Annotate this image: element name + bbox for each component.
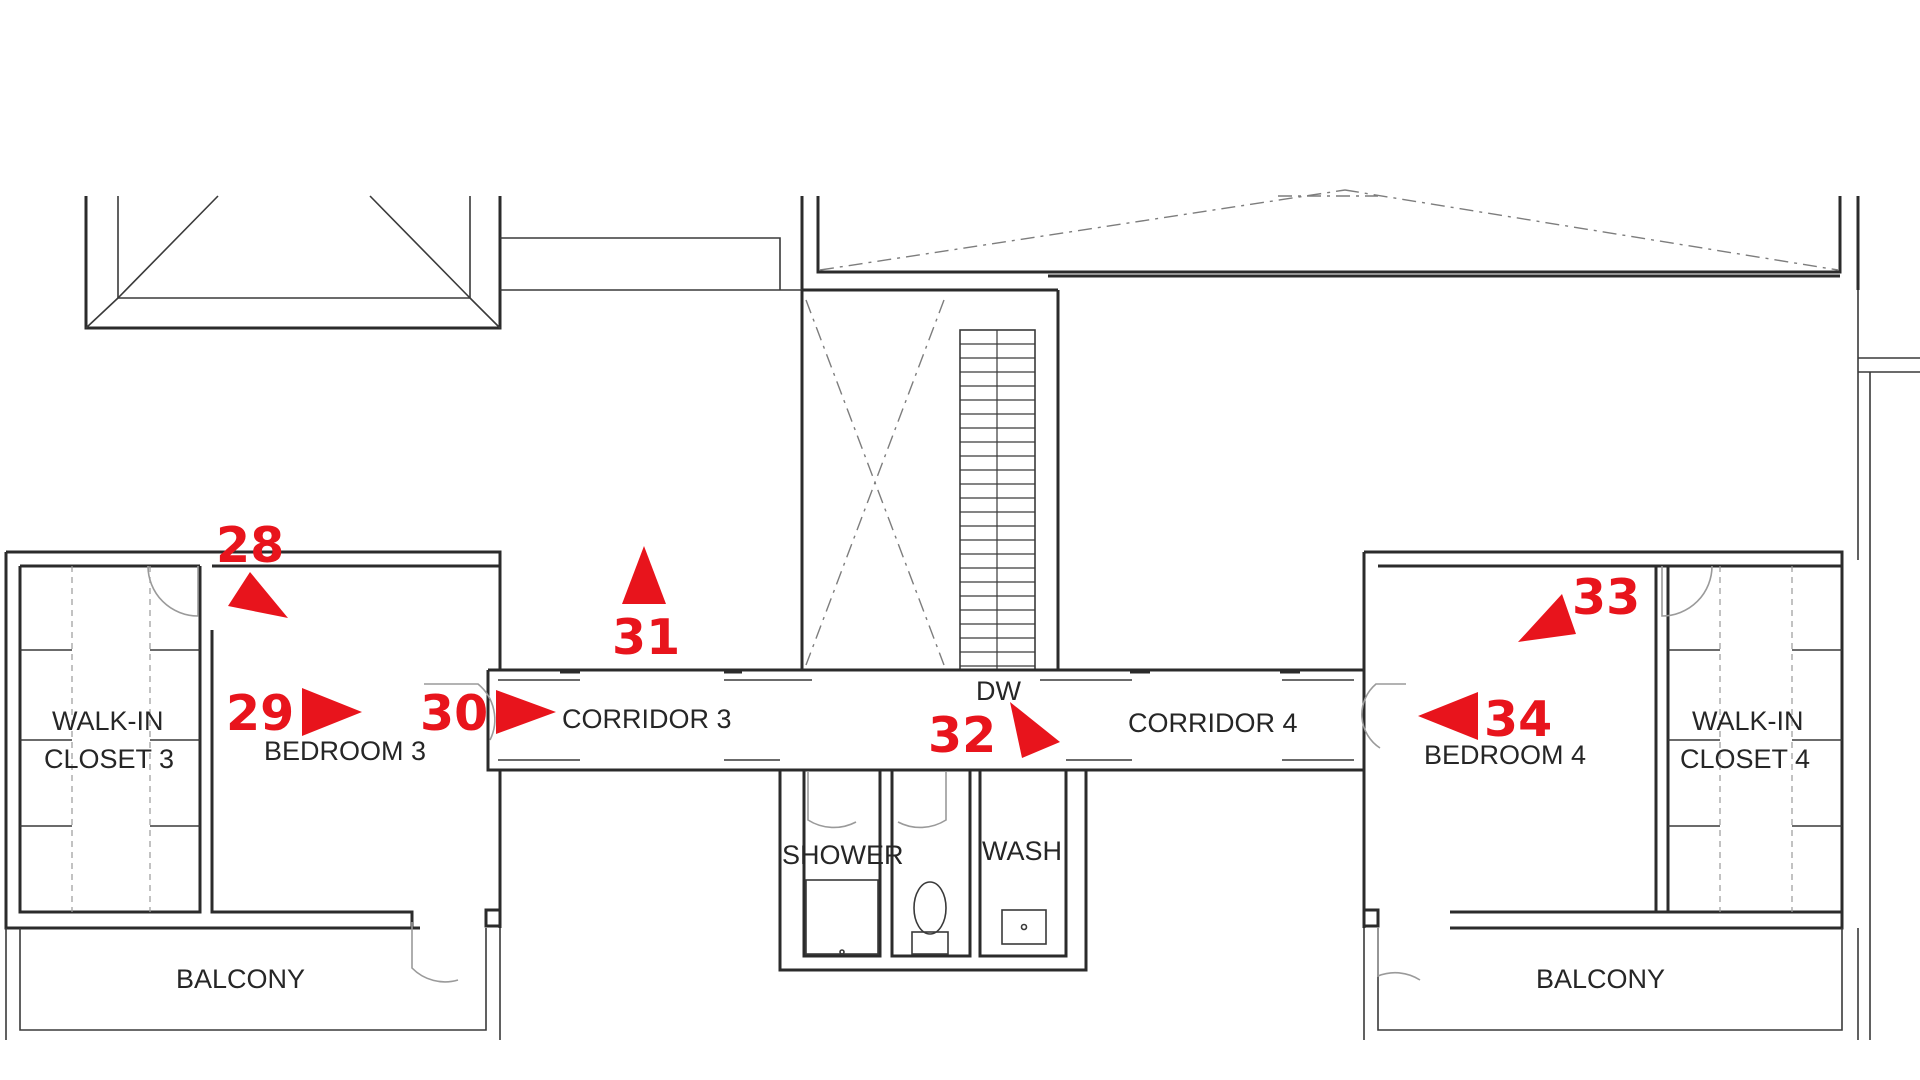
label-balcony-right: BALCONY [1536,964,1665,994]
label-shower: SHOWER [782,840,904,870]
label-bedroom-4: BEDROOM 4 [1424,740,1586,770]
top-left-skylight [84,195,502,330]
marker-29-label: 29 [226,685,294,742]
label-walk-in-closet-4-line1: WALK-IN [1692,706,1804,736]
label-walk-in-closet-3-line2: CLOSET 3 [44,744,174,774]
label-balcony-left: BALCONY [176,964,305,994]
marker-31-label: 31 [612,609,680,666]
bathroom-walls [778,770,1088,972]
top-right-roof [800,189,1860,290]
right-wing-walls [1362,550,1859,1040]
corridor-walls [486,668,1366,772]
marker-30-label: 30 [420,685,488,742]
label-corridor-3: CORRIDOR 3 [562,704,732,734]
marker-28-label: 28 [216,517,284,574]
marker-32-label: 32 [928,707,996,764]
marker-29-arrow-icon [302,688,362,736]
marker-31-arrow-icon [622,546,666,604]
doors [147,565,1713,983]
label-walk-in-closet-4-line2: CLOSET 4 [1680,744,1810,774]
room-labels: WALK-IN CLOSET 3 BEDROOM 3 CORRIDOR 3 DW… [44,676,1810,994]
marker-30-arrow-icon [496,690,556,734]
marker-34-arrow-icon [1418,692,1478,740]
label-walk-in-closet-3-line1: WALK-IN [52,706,164,736]
label-dw: DW [976,676,1021,706]
marker-33-label: 33 [1572,569,1640,626]
left-wing-walls [4,550,502,1040]
stair-core [800,274,1840,671]
view-markers: 28 29 30 31 32 33 34 [216,517,1640,764]
label-bedroom-3: BEDROOM 3 [264,736,426,766]
label-corridor-4: CORRIDOR 4 [1128,708,1298,738]
marker-28-arrow-icon [228,572,288,618]
marker-33-arrow-icon [1518,594,1576,642]
right-edge-lines [1857,290,1920,1040]
label-wash: WASH [982,836,1062,866]
marker-34-label: 34 [1484,691,1552,748]
top-boundary-left [500,237,802,291]
marker-32-arrow-icon [1010,702,1060,758]
